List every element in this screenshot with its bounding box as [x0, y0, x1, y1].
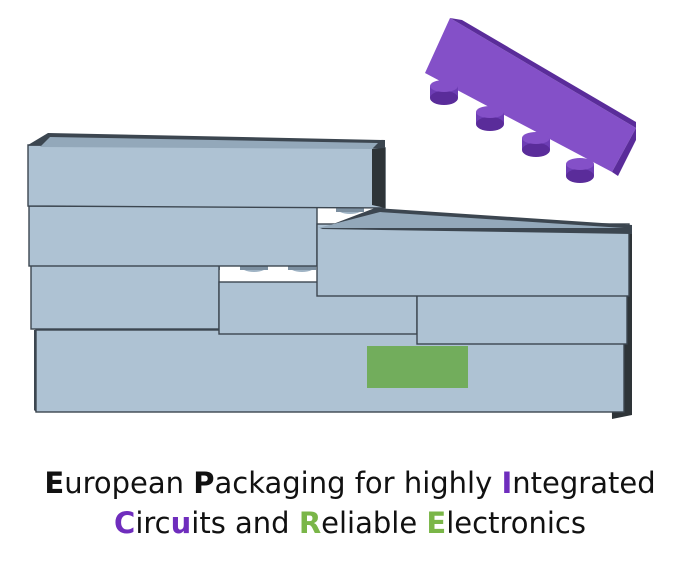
caption-initial: R: [298, 506, 322, 540]
caption-initial: P: [193, 466, 215, 500]
purple-stud-top: [566, 158, 594, 170]
caption-line-1: European Packaging for highly Integrated: [0, 466, 700, 500]
caption-text: eliable: [321, 506, 427, 540]
caption-text: ackaging for highly: [214, 466, 502, 500]
purple-brick-icon: [425, 18, 636, 183]
caption-line-2: Circuits and Reliable Electronics: [0, 506, 700, 540]
caption-initial: E: [44, 466, 65, 500]
purple-brick-top: [450, 18, 636, 128]
brick-row3-c: [416, 291, 628, 345]
caption-initial: C: [114, 506, 136, 540]
purple-brick-side: [612, 128, 636, 176]
brick-row2-b: [316, 223, 630, 297]
caption-initial: u: [170, 506, 192, 540]
caption-initial: I: [501, 466, 513, 500]
purple-brick-face: [425, 18, 636, 172]
brick-wall-illustration: [27, 18, 636, 419]
brick-row3-a: [30, 264, 220, 330]
caption-text: its and: [191, 506, 299, 540]
brick-edge: [34, 330, 36, 412]
brick-inner: [40, 137, 378, 149]
brick-row2-a: [28, 205, 318, 267]
purple-stud-top: [430, 80, 458, 92]
purple-stud-top: [522, 132, 550, 144]
purple-stud-bottom: [566, 169, 594, 183]
green-patch-icon: [367, 346, 468, 388]
brick-wall-icon: [27, 133, 632, 419]
purple-stud-bottom: [476, 117, 504, 131]
brick-top: [27, 144, 386, 209]
caption-text: ntegrated: [512, 466, 656, 500]
caption-text: uropean: [64, 466, 194, 500]
brick-top-side: [372, 148, 385, 208]
caption-text: lectronics: [446, 506, 586, 540]
brick-inner: [318, 212, 624, 228]
purple-stud-bottom: [522, 143, 550, 157]
caption-text: irc: [135, 506, 171, 540]
caption-initial: E: [426, 506, 447, 540]
purple-stud-bottom: [430, 91, 458, 105]
purple-stud-top: [476, 106, 504, 118]
